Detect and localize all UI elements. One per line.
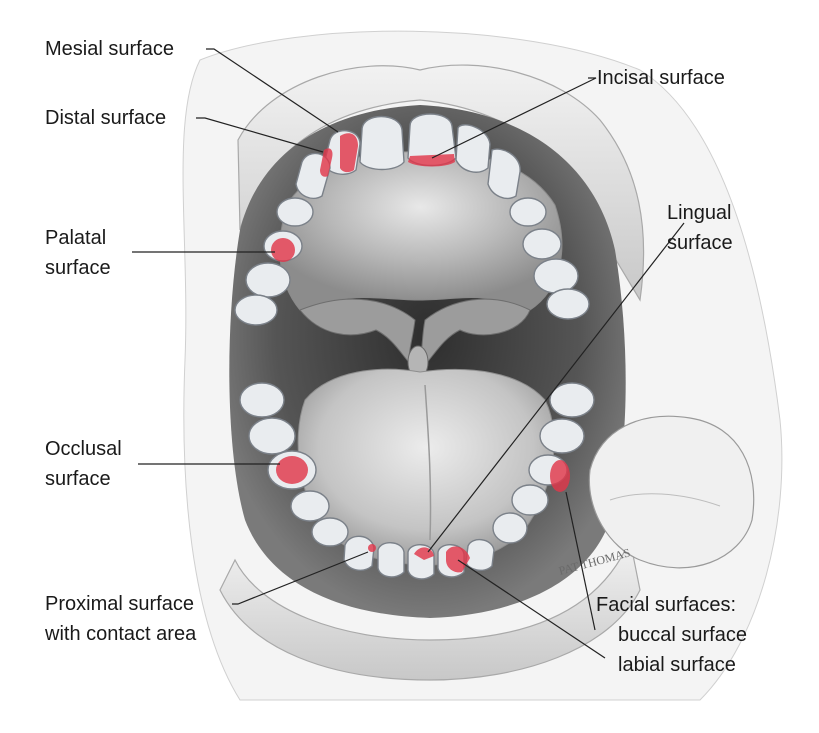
label-incisal-surface: Incisal surface: [597, 67, 725, 89]
label-proximal-surface: Proximal surface with contact area: [45, 589, 196, 649]
leader-lines: [132, 48, 685, 659]
label-occlusal-line-1: Occlusal: [45, 438, 122, 460]
lower-lateral-incisor-left: [377, 542, 405, 578]
lower-molar-right-2: [549, 382, 595, 418]
highlighted-surfaces: [271, 133, 570, 573]
leader-mesial: [206, 48, 339, 133]
upper-premolar-right-1: [509, 197, 547, 227]
label-occlusal-surface: Occlusal surface: [45, 434, 122, 494]
distal-surface-highlight: [320, 148, 333, 177]
upper-lateral-incisor-right: [455, 124, 491, 173]
upper-molar-left-1: [245, 262, 291, 298]
label-facial-heading: Facial surfaces:: [596, 594, 737, 616]
label-distal-surface: Distal surface: [45, 107, 167, 129]
lower-molar-right-1: [539, 418, 585, 454]
label-proximal-line-2: with contact area: [45, 623, 197, 645]
leader-incisal: [431, 77, 597, 159]
buccal-surface-highlight: [550, 460, 570, 492]
label-palatal-line-2: surface: [45, 257, 111, 279]
lower-dental-arch: [239, 382, 595, 580]
retracting-finger-crease: [609, 493, 721, 507]
lower-premolar-left-2: [290, 490, 330, 522]
label-palatal-surface: Palatal surface: [45, 223, 111, 283]
lower-premolar-left-1: [311, 517, 349, 547]
lower-canine-left: [343, 535, 375, 571]
upper-canine-right: [487, 148, 521, 200]
label-palatal-line-1: Palatal: [45, 227, 107, 249]
label-occlusal-line-2: surface: [45, 468, 111, 490]
retracting-finger: [588, 415, 755, 569]
leader-lingual: [427, 222, 685, 553]
label-lingual-line-2: surface: [667, 232, 733, 254]
incisal-surface-highlight: [408, 154, 455, 167]
label-labial-surface: labial surface: [618, 654, 736, 676]
lower-lateral-incisor-right: [465, 539, 495, 572]
lower-molar-left-2: [239, 382, 285, 418]
upper-central-incisor-left: [359, 115, 405, 171]
label-facial-surfaces: Facial surfaces: buccal surface labial s…: [596, 590, 747, 680]
upper-premolar-left-1: [276, 197, 314, 227]
tongue-median-groove: [424, 384, 432, 541]
label-lingual-line-1: Lingual: [667, 202, 732, 224]
label-proximal-line-1: Proximal surface: [45, 593, 194, 615]
lower-lip: [219, 537, 641, 681]
upper-molar-right-1: [533, 258, 579, 294]
palatal-surface-highlight: [271, 238, 295, 262]
upper-molar-left-2: [234, 294, 278, 326]
proximal-contact-highlight: [368, 544, 376, 552]
label-lingual-surface: Lingual surface: [667, 198, 733, 258]
soft-palate: [299, 298, 531, 373]
upper-molar-right-2: [546, 288, 590, 320]
labial-surface-highlight: [446, 546, 470, 573]
lower-canine-right: [492, 512, 528, 544]
leader-proximal: [232, 551, 369, 605]
leader-labial: [457, 559, 606, 659]
occlusal-surface-highlight: [276, 456, 308, 484]
mesial-surface-highlight: [340, 133, 358, 173]
leader-distal: [196, 117, 324, 153]
lower-molar-left-1: [248, 417, 296, 455]
upper-lip: [237, 64, 645, 302]
lower-premolar-right-1: [511, 484, 549, 516]
label-mesial-surface: Mesial surface: [45, 38, 174, 60]
leader-buccal: [565, 491, 596, 631]
label-buccal-surface: buccal surface: [618, 624, 747, 646]
upper-premolar-right-2: [522, 228, 562, 260]
